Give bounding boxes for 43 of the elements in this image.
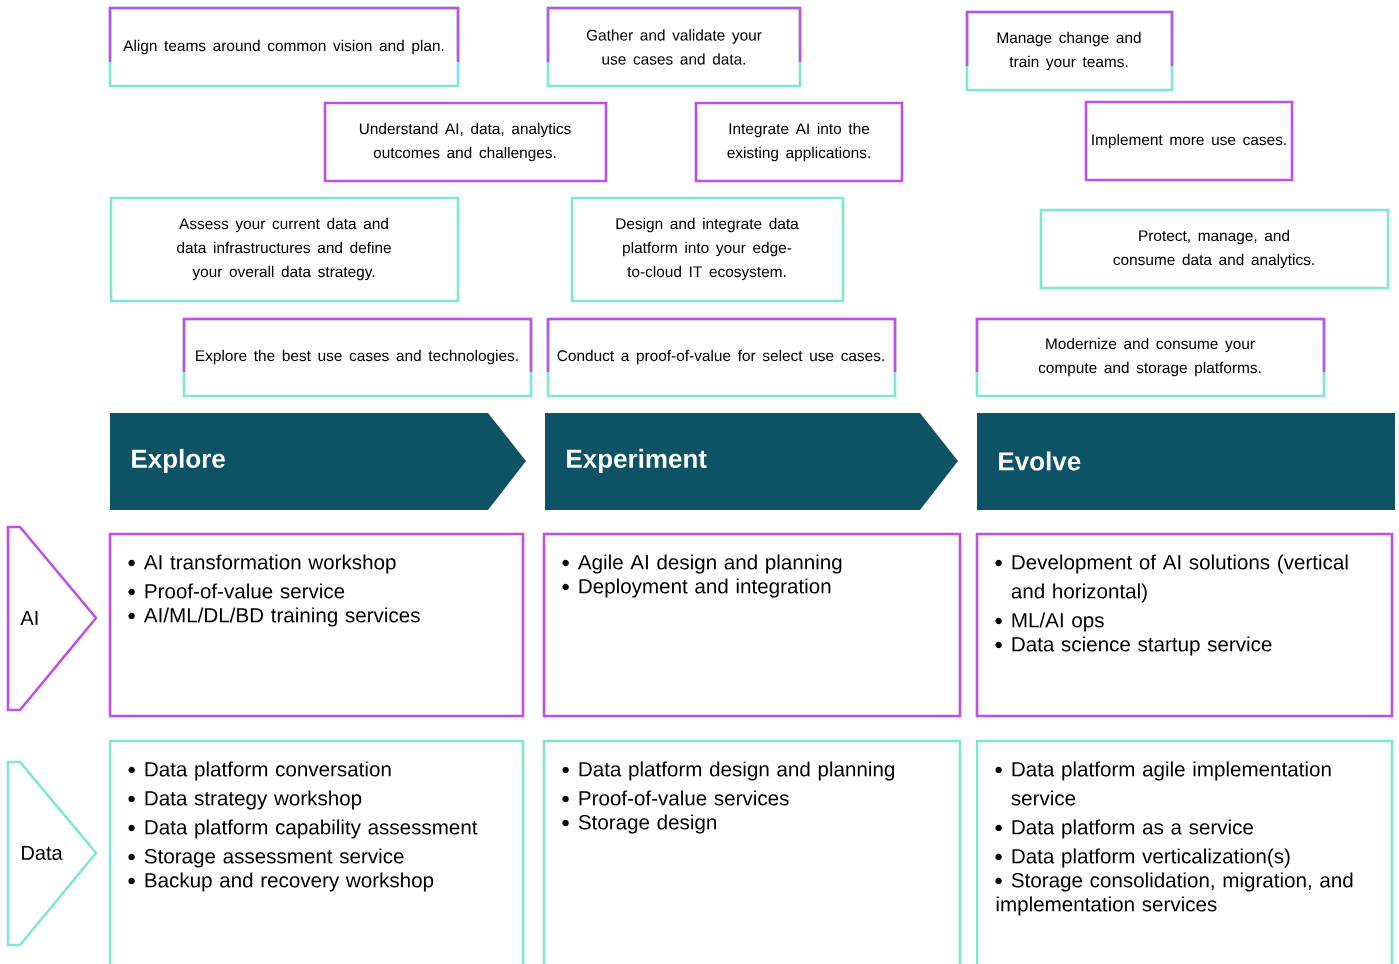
text-box: Assess your current data and data infrastructures and define your overall data strategy.	[109, 196, 460, 303]
text-box: Integrate AI into the existing applications.	[694, 101, 904, 183]
bullet-item: Storage consolidation, migration, and implementation services	[995, 872, 1353, 916]
bullet-item: ML/AI ops	[995, 612, 1104, 632]
bullet-item: AI transformation workshop	[128, 554, 396, 574]
bullet-item: Development of AI solutions (vertical and horizontal)	[995, 554, 1348, 603]
bullet-item: Proof-of-value service	[128, 583, 345, 599]
phase-banner: Evolve	[977, 413, 1395, 510]
bullet-item: Data platform design and planning	[562, 761, 894, 781]
text-box: Understand AI, data, analytics outcomes and challenges.	[323, 101, 608, 183]
text-box: Explore the best use cases and technologies.	[182, 317, 533, 398]
list-box	[108, 739, 525, 964]
phase-banner: Experiment	[545, 413, 958, 510]
text-box: Gather and validate your use cases and data.	[546, 6, 802, 88]
bullet-item: Proof-of-value services	[562, 790, 789, 806]
bullet-item: Deployment and integration	[562, 578, 831, 598]
text-box: Design and integrate data platform into your edge-to-cloud IT ecosystem.	[570, 196, 845, 303]
row-chevron: AI	[6, 525, 98, 712]
bullet-item: AI/ML/DL/BD training services	[128, 607, 420, 627]
list-box	[542, 739, 962, 964]
list-box	[542, 532, 962, 718]
text-box: Implement more use cases.	[1084, 100, 1294, 182]
bullet-item: Agile AI design and planning	[562, 554, 842, 574]
bullet-item: Data platform capability assessment	[128, 819, 478, 839]
text-box: Align teams around common vision and plan.	[108, 6, 460, 88]
bullet-item: Storage assessment service	[128, 848, 404, 868]
phase-banner: Explore	[110, 413, 526, 510]
bullet-item: Data strategy workshop	[128, 790, 362, 810]
text-box: Conduct a proof-of-value for select use cases.	[546, 317, 897, 398]
bullet-item: Data platform conversation	[128, 761, 391, 781]
list-box	[975, 739, 1394, 964]
text-box: Modernize and consume your compute and storage platforms.	[975, 317, 1326, 398]
bullet-item: Data platform verticalization(s)	[995, 848, 1290, 868]
list-box	[108, 532, 525, 718]
bullet-item: Backup and recovery workshop	[128, 872, 434, 892]
text-box: Manage change and train your teams.	[965, 10, 1174, 92]
bullet-item: Data science startup service	[995, 636, 1272, 656]
bullet-item: Data platform agile implementation service	[995, 761, 1331, 806]
text-box: Protect, manage, and consume data and analytics.	[1039, 208, 1390, 290]
list-box	[975, 532, 1394, 718]
bullet-item: Storage design	[562, 814, 716, 834]
row-chevron: Data	[6, 760, 98, 947]
bullet-item: Data platform as a service	[995, 819, 1253, 839]
